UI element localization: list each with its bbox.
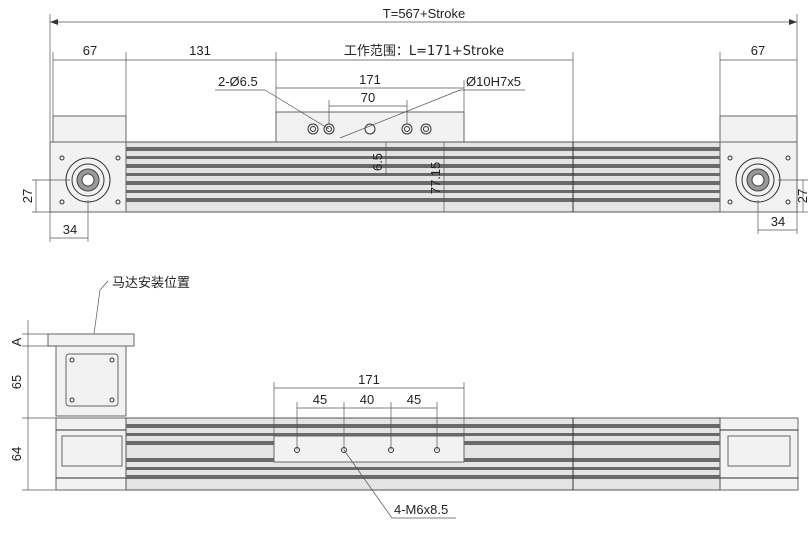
dim-total-length: T=567+Stroke xyxy=(49,6,798,142)
dim-side-171: 171 xyxy=(273,372,465,436)
right-offset-label: 34 xyxy=(771,214,785,229)
holes-label: 2-Ø6.5 xyxy=(218,74,258,89)
tapped-holes-label: 4-M6x8.5 xyxy=(394,502,448,517)
motor-mount xyxy=(47,333,135,417)
left-height-label: 27 xyxy=(20,189,35,203)
total-length-label: T=567+Stroke xyxy=(383,6,465,21)
dim-right-27-34: 27 34 xyxy=(757,179,810,234)
right-height-label: 27 xyxy=(795,189,810,203)
h-7715-label: 77.15 xyxy=(428,162,443,195)
motor-leader: 马达安装位置 xyxy=(93,276,190,335)
carriage-side xyxy=(273,435,465,463)
left-offset-label: 34 xyxy=(63,222,77,237)
right-end-cap xyxy=(719,141,798,213)
dim-left-27-34: 27 34 xyxy=(20,179,89,242)
right-end-block xyxy=(719,115,798,145)
left-end-label: 67 xyxy=(83,43,97,58)
dim-side-vertical: A 65 64 xyxy=(9,320,56,491)
dim-pitch-70: 70 xyxy=(328,90,408,124)
dim-vertical-top: 6.5 77.15 xyxy=(370,142,445,212)
h-65-top-label: 6.5 xyxy=(370,153,385,171)
side-carriage-len-label: 171 xyxy=(358,372,380,387)
pitch-p3-label: 45 xyxy=(407,392,421,407)
carriage-top xyxy=(275,111,465,143)
rail-side xyxy=(55,417,799,491)
dim-a-label: A xyxy=(9,337,24,346)
right-end-label: 67 xyxy=(751,43,765,58)
gap-131-label: 131 xyxy=(189,43,211,58)
carriage-len-label: 171 xyxy=(359,72,381,87)
pitch-70-label: 70 xyxy=(361,90,375,105)
tapped-holes-leader: 4-M6x8.5 xyxy=(343,449,456,519)
pin-label: Ø10H7x5 xyxy=(466,74,521,89)
leaders-top: 2-Ø6.5 Ø10H7x5 xyxy=(215,74,525,139)
dim-side-pitches: 45 40 45 xyxy=(296,392,438,450)
rail-top xyxy=(125,141,721,213)
motor-label: 马达安装位置 xyxy=(112,276,190,291)
pitch-p2-label: 40 xyxy=(360,392,374,407)
work-range-label: 工作范围：L=171+Stroke xyxy=(344,44,504,59)
h-65-side-label: 65 xyxy=(9,375,24,389)
pitch-p1-label: 45 xyxy=(313,392,327,407)
left-end-block xyxy=(52,115,127,145)
dim-carriage-171: 171 xyxy=(276,72,465,112)
h-64-label: 64 xyxy=(9,447,24,461)
